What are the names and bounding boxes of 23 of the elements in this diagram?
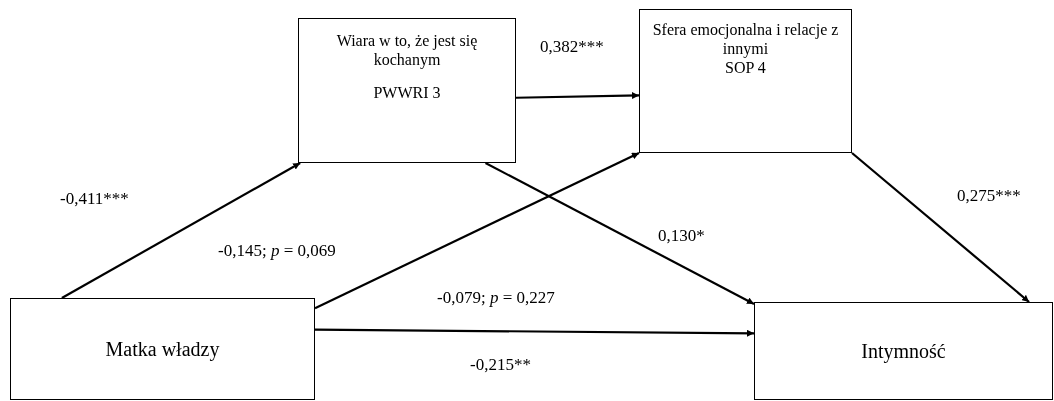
variable-label: PWWRI 3 [373, 83, 441, 103]
variable-label: Matka władzy [105, 337, 220, 361]
edge-label: -0,079; p = 0,227 [437, 289, 555, 308]
edge-label: 0,275*** [957, 187, 1021, 206]
arrow [314, 152, 640, 310]
variable-box [639, 9, 852, 153]
arrow [851, 152, 1030, 303]
variable-label: Sfera emocjonalna i relacje z innymi [651, 20, 840, 59]
variable-box [298, 18, 516, 163]
edge-label: -0,145; p = 0,069 [218, 242, 336, 261]
edge-label: 0,382*** [540, 38, 604, 57]
variable-box [754, 302, 1053, 400]
coefficient-label: -0,215** [470, 356, 531, 375]
edge-label: 0,130* [658, 227, 705, 246]
variable-box [10, 298, 315, 400]
arrow [515, 92, 640, 100]
variable-label: SOP 4 [725, 58, 766, 78]
arrow [484, 162, 755, 305]
variable-label: Wiara w to, że jest się kochanym [335, 31, 479, 70]
arrow [61, 162, 301, 299]
variable-label: Intymność [861, 339, 946, 363]
edge-label: -0,411*** [60, 190, 129, 209]
arrow [315, 328, 754, 337]
